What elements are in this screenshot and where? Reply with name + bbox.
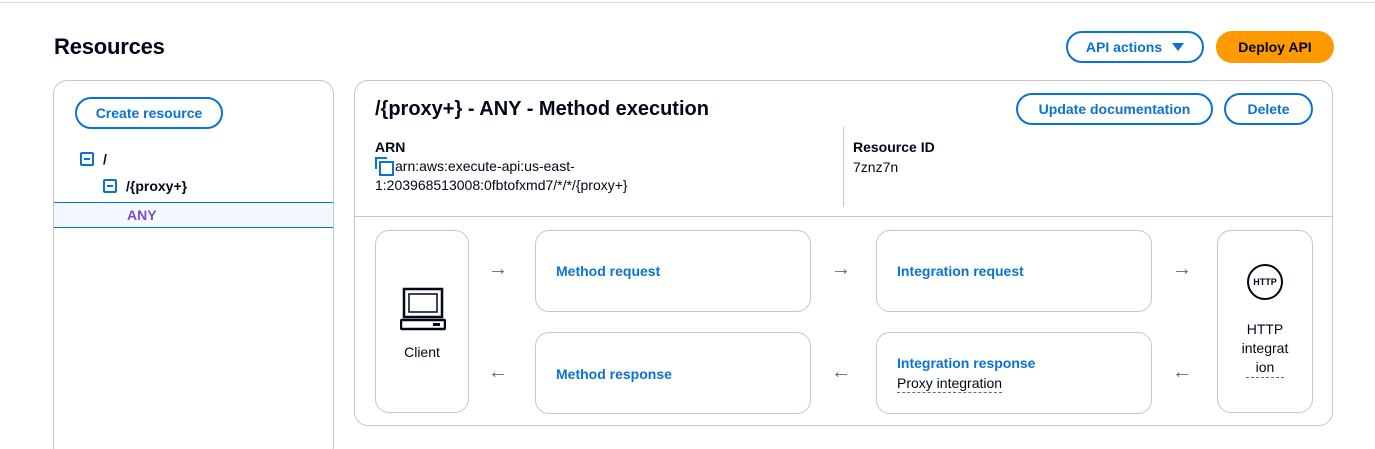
update-documentation-label: Update documentation xyxy=(1038,101,1191,117)
deploy-api-button[interactable]: Deploy API xyxy=(1216,31,1334,63)
top-divider xyxy=(0,2,1375,3)
http-integration-line1: HTTP xyxy=(1246,321,1284,337)
arrow-left-icon: ← xyxy=(831,361,851,383)
tree-item-root[interactable]: / xyxy=(80,151,107,167)
tree-item-any-label: ANY xyxy=(127,207,157,223)
http-integration-line2: integrat xyxy=(1241,340,1289,356)
arrow-left-icon: ← xyxy=(1172,361,1192,383)
arn-value-line2: 1:203968513008:0fbtofxmd7/*/*/{proxy+} xyxy=(375,177,628,193)
method-request-link[interactable]: Method request xyxy=(556,263,661,279)
arn-label: ARN xyxy=(375,139,406,155)
arn-value: arn:aws:execute-api:us-east- 1:203968513… xyxy=(375,157,628,195)
http-integration-line3: ion xyxy=(1245,358,1285,378)
section-divider xyxy=(355,216,1332,217)
integration-request-link[interactable]: Integration request xyxy=(897,263,1024,279)
delete-button[interactable]: Delete xyxy=(1224,93,1313,125)
tree-item-any-method[interactable]: ANY xyxy=(54,202,333,228)
resource-id-value: 7znz7n xyxy=(853,159,899,175)
arrow-right-icon: → xyxy=(831,258,851,280)
client-label: Client xyxy=(404,344,440,360)
arrow-right-icon: → xyxy=(488,258,508,280)
tree-item-proxy-label: /{proxy+} xyxy=(126,178,188,194)
method-execution-panel: /{proxy+} - ANY - Method execution Updat… xyxy=(354,80,1333,426)
method-request-box[interactable]: Method request xyxy=(535,230,811,312)
arrow-left-icon: ← xyxy=(488,361,508,383)
api-actions-label: API actions xyxy=(1085,39,1163,55)
computer-icon xyxy=(400,287,446,331)
api-actions-button[interactable]: API actions xyxy=(1066,31,1204,63)
integration-response-box[interactable]: Integration response Proxy integration xyxy=(876,332,1152,414)
copy-icon[interactable] xyxy=(375,157,394,176)
method-execution-title: /{proxy+} - ANY - Method execution xyxy=(375,98,709,120)
arn-value-line1: arn:aws:execute-api:us-east- xyxy=(395,158,575,174)
caret-down-icon xyxy=(1172,43,1185,51)
tree-item-proxy[interactable]: /{proxy+} xyxy=(103,178,187,194)
arrow-right-icon: → xyxy=(1172,258,1192,280)
resource-tree-panel: Create resource / /{proxy+} ANY xyxy=(53,80,334,449)
http-integration-box: HTTP HTTP integrat ion xyxy=(1217,230,1313,413)
deploy-api-label: Deploy API xyxy=(1238,39,1312,55)
collapse-icon[interactable] xyxy=(103,179,117,193)
create-resource-label: Create resource xyxy=(95,105,203,121)
tree-item-root-label: / xyxy=(103,151,107,167)
method-response-box[interactable]: Method response xyxy=(535,332,811,414)
collapse-icon[interactable] xyxy=(80,152,94,166)
delete-label: Delete xyxy=(1247,101,1290,117)
http-icon: HTTP xyxy=(1247,264,1283,300)
client-box: Client xyxy=(375,230,469,413)
integration-request-box[interactable]: Integration request xyxy=(876,230,1152,312)
method-response-link[interactable]: Method response xyxy=(556,366,672,382)
update-documentation-button[interactable]: Update documentation xyxy=(1016,93,1213,125)
column-divider xyxy=(843,127,844,207)
integration-response-link[interactable]: Integration response xyxy=(897,355,1036,371)
proxy-integration-label: Proxy integration xyxy=(897,375,1003,393)
page-title: Resources xyxy=(54,34,165,59)
http-integration-label: HTTP integrat ion xyxy=(1218,320,1312,378)
resource-id-label: Resource ID xyxy=(853,139,935,155)
create-resource-button[interactable]: Create resource xyxy=(75,97,223,129)
